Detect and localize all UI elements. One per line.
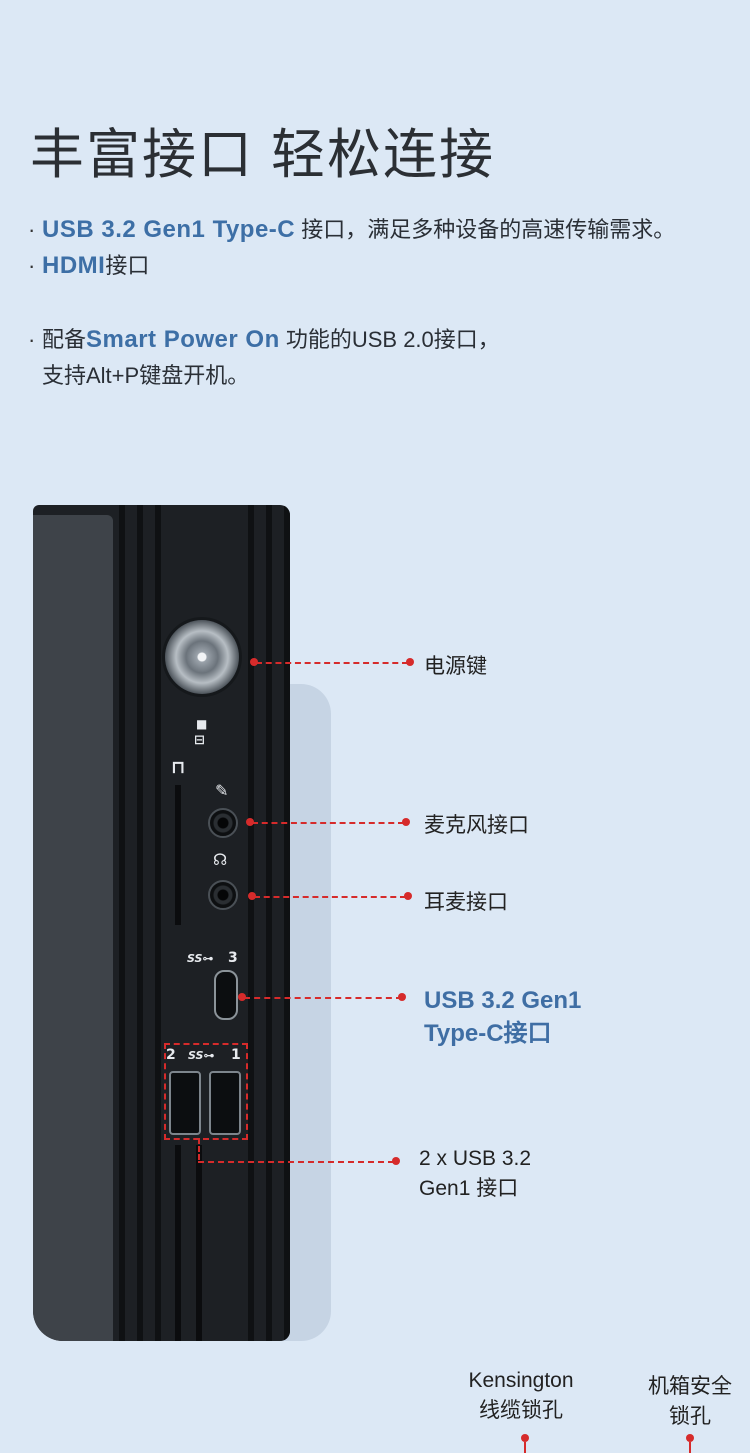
callout-kensington-line2: 线缆锁孔 [479,1399,563,1422]
card-reader-icon: ⊓ [171,757,186,778]
desktop-pc-front-panel: ■ ⊟ ⊓ ✎ ☊ SS⊶ 3 2 SS⊶ 1 [33,505,290,1341]
bullet-dot: · [28,253,36,278]
callout-dot [404,892,412,900]
vent-slot [137,505,143,1341]
feature-item-hdmi: ·HDMI接口 [28,248,675,284]
callout-line [524,1442,526,1453]
usb-a-port-1[interactable] [209,1071,241,1135]
feature-item-usbc: ·USB 3.2 Gen1 Type-C 接口，满足多种设备的高速传输需求。 [28,212,675,248]
callout-line [689,1442,691,1453]
callout-dot [250,658,258,666]
microphone-jack[interactable] [208,808,238,838]
bullet-dot: · [28,217,36,242]
callout-headset-label: 耳麦接口 [424,891,508,914]
callout-dot [246,818,254,826]
callout-power-label: 电源键 [424,655,487,678]
page-title: 丰富接口 轻松连接 [30,125,496,185]
vent-slot [248,505,254,1341]
microphone-icon: ✎ [215,781,229,800]
drive-activity-icon: ■ [196,717,208,731]
headset-jack[interactable] [208,880,238,910]
callout-usba-label: 2 x USB 3.2 Gen1 接口 [419,1144,531,1204]
callout-line [252,822,404,824]
usb-c-port-number: 3 [228,950,238,966]
side-panel [33,515,113,1341]
callout-chassis-line2: 锁孔 [669,1405,711,1428]
callout-usba-line1: 2 x USB 3.2 [419,1147,532,1170]
feature-text: 配备 [42,327,87,352]
callout-line [198,1161,394,1163]
vent-slot [175,1145,181,1341]
feature-highlight: HDMI [42,252,106,279]
callout-line [244,997,402,999]
callout-mic-label: 麦克风接口 [424,814,529,837]
callout-usba-line2: Gen1 接口 [419,1177,519,1200]
callout-dot [398,993,406,1001]
superspeed-usb-icon: SS⊶ [187,952,214,965]
usb-a-port-number-right: 1 [231,1047,241,1063]
vent-slot [119,505,125,1341]
vent-slot [155,505,161,1341]
feature-list: ·USB 3.2 Gen1 Type-C 接口，满足多种设备的高速传输需求。 ·… [28,212,675,394]
headset-icon: ☊ [213,850,228,869]
callout-line [256,662,408,664]
callout-usbc-line1: USB 3.2 Gen1 [424,987,582,1014]
callout-dot [686,1434,694,1442]
callout-dot [392,1157,400,1165]
storage-icon: ⊟ [194,733,205,748]
vent-slot [196,1145,202,1341]
feature-highlight: USB 3.2 Gen1 Type-C [42,216,296,243]
callout-usbc-line2: Type-C接口 [424,1020,552,1047]
usb-a-highlight-box [164,1043,248,1140]
callout-chassis-lock-label: 机箱安全 锁孔 [638,1372,742,1432]
vent-slot [266,505,272,1341]
superspeed-usb-icon: SS⊶ [188,1049,215,1062]
vent-slot [284,505,290,1341]
feature-highlight: Smart Power On [86,326,280,353]
feature-item-smart-power-on-line2: 支持Alt+P键盘开机。 [42,363,250,388]
usb-a-port-number-left: 2 [166,1047,176,1063]
callout-line [198,1138,200,1160]
callout-dot [406,658,414,666]
callout-dot [248,892,256,900]
card-slot [175,785,181,925]
callout-line [254,896,406,898]
feature-text: 接口 [105,253,150,278]
callout-kensington-line1: Kensington [468,1369,574,1392]
bullet-dot: · [28,327,36,352]
power-button[interactable] [165,620,239,694]
callout-dot [238,993,246,1001]
callout-chassis-line1: 机箱安全 [648,1375,732,1398]
callout-dot [521,1434,529,1442]
usb-c-port[interactable] [214,970,238,1020]
callout-dot [402,818,410,826]
callout-usbc-label: USB 3.2 Gen1 Type-C接口 [424,984,581,1050]
usb-a-port-2[interactable] [169,1071,201,1135]
feature-text: 功能的USB 2.0接口， [279,327,500,352]
feature-text: 接口，满足多种设备的高速传输需求。 [295,217,676,242]
feature-item-smart-power-on: ·配备Smart Power On 功能的USB 2.0接口， [28,322,675,358]
callout-kensington-label: Kensington 线缆锁孔 [456,1366,586,1426]
